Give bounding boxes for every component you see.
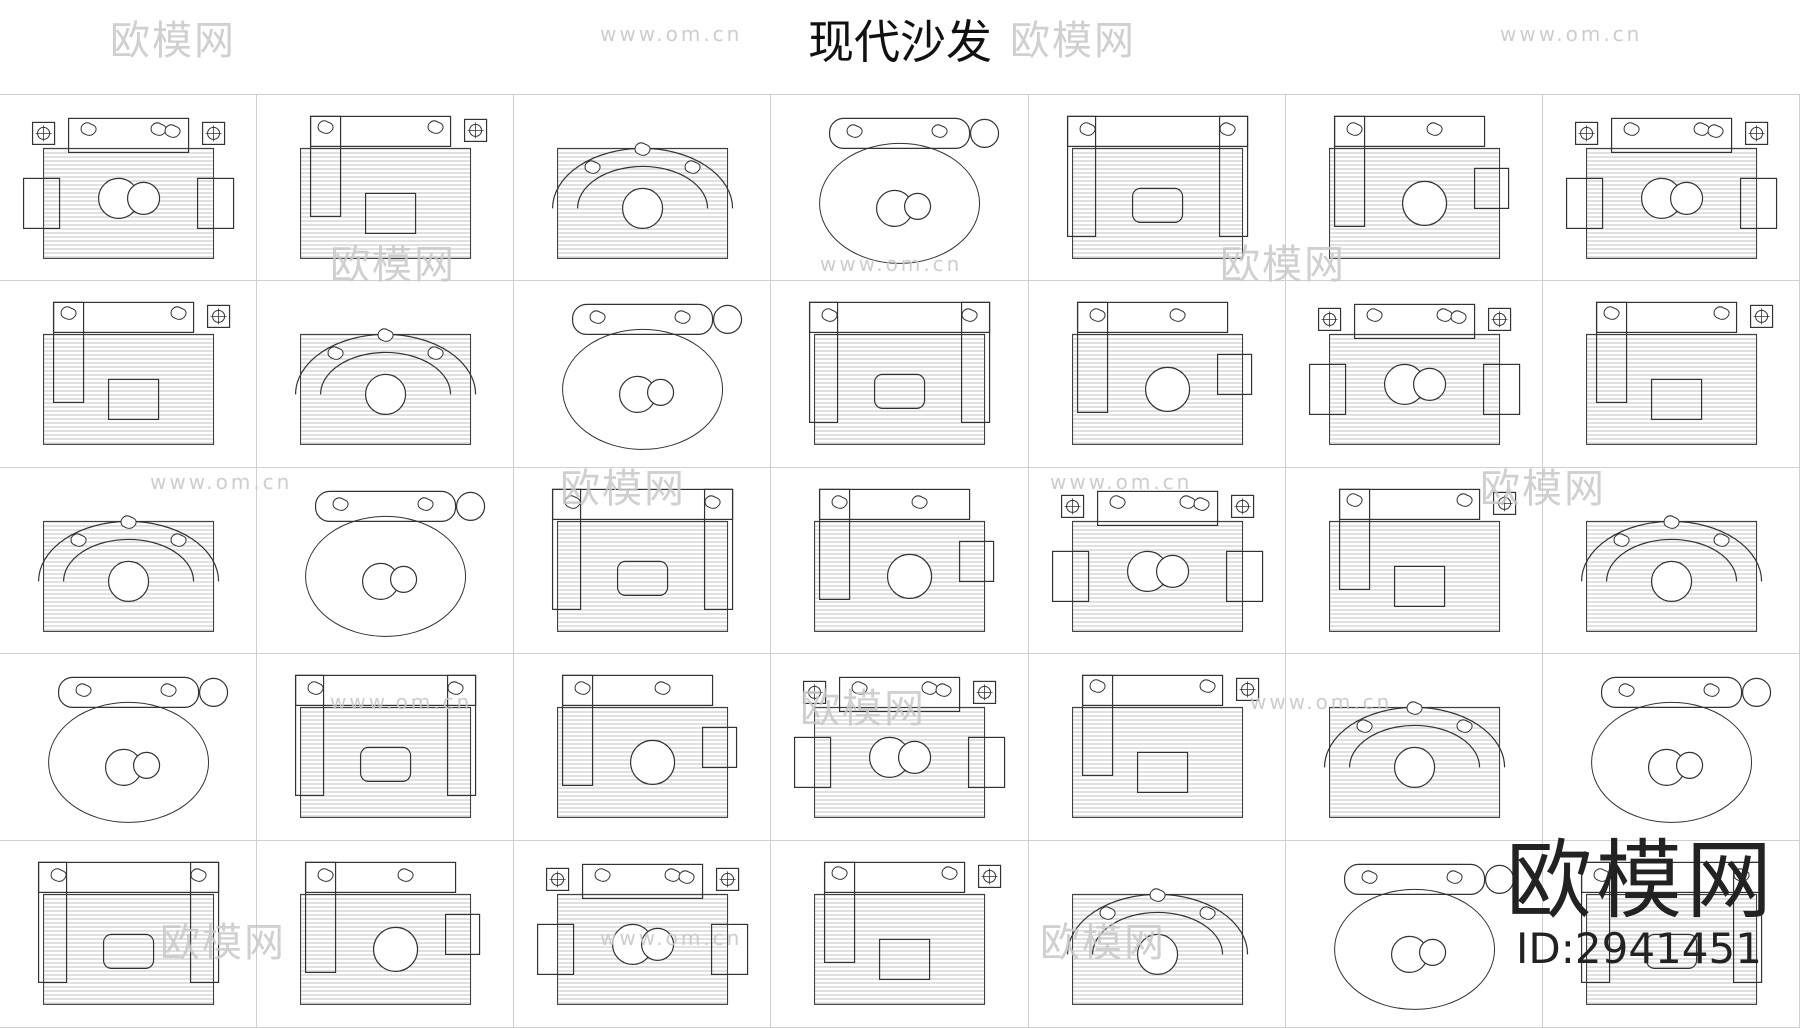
sofa-symbol-cell	[0, 280, 258, 468]
sofa-symbol-cell	[257, 280, 515, 468]
sofa-symbol-cell	[514, 654, 772, 842]
sofa-symbol-cell	[514, 841, 772, 1028]
sofa-symbol-cell	[257, 654, 515, 842]
sofa-set-10	[562, 303, 743, 450]
sofa-symbol-cell	[0, 841, 258, 1028]
sofa-set-05	[1066, 115, 1248, 259]
sofa-set-28	[1590, 677, 1772, 824]
sofa-symbol-cell	[1285, 841, 1543, 1028]
symbol-grid	[0, 94, 1800, 1028]
sofa-symbol-cell	[771, 280, 1029, 468]
sofa-symbol-cell	[771, 467, 1029, 655]
sofa-set-02	[300, 115, 488, 259]
sofa-symbol-cell	[1028, 841, 1286, 1028]
sofa-symbol-cell	[771, 94, 1029, 281]
sofa-set-22	[48, 677, 229, 824]
sofa-set-30	[300, 861, 481, 1006]
sofa-symbol-cell	[1542, 841, 1800, 1028]
sofa-symbol-cell	[1028, 467, 1286, 655]
sofa-symbol-cell	[0, 94, 258, 281]
sofa-symbol-cell	[1542, 654, 1800, 842]
sofa-symbol-cell	[257, 94, 515, 281]
sofa-symbol-cell	[1028, 280, 1286, 468]
sofa-set-08	[43, 301, 231, 445]
sofa-symbol-cell	[0, 654, 258, 842]
sofa-symbol-cell	[514, 280, 772, 468]
page-title: 现代沙发	[808, 15, 992, 69]
sofa-set-16	[305, 490, 486, 637]
sofa-set-33	[1066, 888, 1248, 1006]
sofa-set-06	[1328, 115, 1509, 259]
sofa-symbol-cell	[1028, 654, 1286, 842]
sofa-set-29	[37, 861, 220, 1006]
sofa-set-24	[557, 675, 738, 819]
sofa-symbol-cell	[771, 841, 1029, 1028]
sofa-set-18	[814, 488, 995, 632]
sofa-symbol-cell	[1542, 280, 1800, 468]
sofa-set-14	[1585, 301, 1774, 445]
sofa-symbol-cell	[257, 841, 515, 1028]
sofa-symbol-cell	[1285, 280, 1543, 468]
sofa-set-25	[794, 677, 1006, 819]
sofa-set-34	[1333, 863, 1514, 1011]
sofa-set-07	[1565, 117, 1778, 259]
sofa-symbol-cell	[514, 467, 772, 655]
sofa-symbol-cell	[514, 94, 772, 281]
sofa-symbol-cell	[1285, 467, 1543, 655]
sofa-symbol-cell	[1285, 94, 1543, 281]
sofa-set-04	[819, 117, 1000, 264]
sofa-symbol-cell	[1285, 654, 1543, 842]
sofa-set-12	[1071, 301, 1252, 445]
sofa-symbol-cell	[1028, 94, 1286, 281]
brand-id: ID:2941451	[1516, 924, 1762, 973]
sofa-set-32	[814, 861, 1002, 1006]
sofa-set-11	[809, 301, 991, 445]
sofa-set-17	[552, 488, 734, 632]
sofa-set-31	[537, 863, 749, 1006]
sofa-set-03	[552, 142, 734, 259]
sofa-set-27	[1323, 701, 1505, 819]
sofa-symbol-cell	[257, 467, 515, 655]
brand-logo-text: 欧模网	[1506, 831, 1776, 931]
sofa-set-26	[1071, 675, 1259, 819]
sofa-symbol-cell	[771, 654, 1029, 842]
sofa-set-21	[1580, 514, 1763, 632]
sofa-set-01	[22, 117, 235, 259]
sofa-symbol-cell	[1542, 467, 1800, 655]
sofa-symbol-cell	[0, 467, 258, 655]
sofa-set-20	[1328, 488, 1516, 632]
sofa-set-23	[295, 675, 477, 819]
sofa-set-15	[37, 514, 220, 632]
sofa-set-35	[1580, 861, 1763, 1006]
sofa-set-09	[295, 328, 477, 445]
sofa-set-13	[1308, 303, 1520, 445]
sofa-set-19	[1051, 490, 1263, 632]
sofa-symbol-cell	[1542, 94, 1800, 281]
